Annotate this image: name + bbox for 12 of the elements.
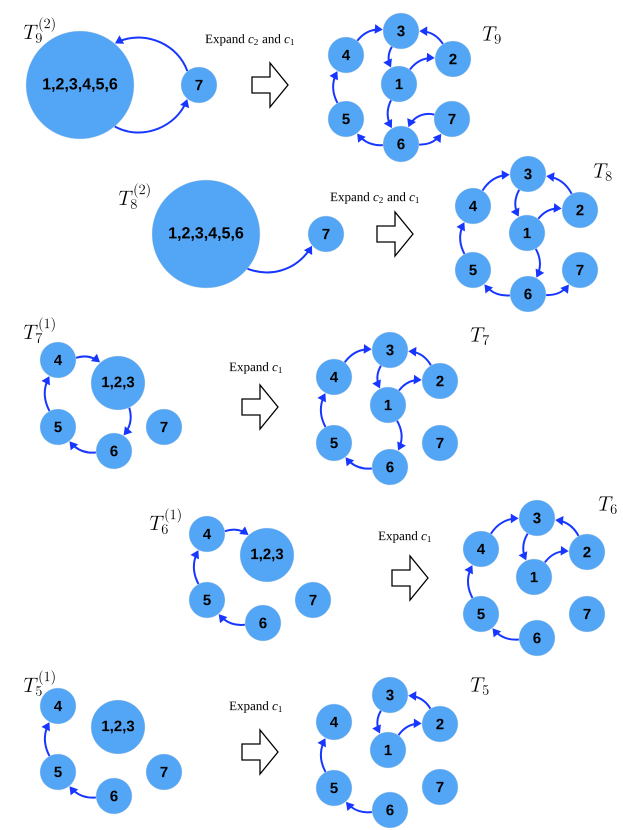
tree-label: $T_6$: [598, 496, 617, 514]
step-label: Expand c$_{1}$: [229, 362, 282, 374]
tree-label: $T_5$: [470, 677, 488, 695]
tree-label: $T_7$: [470, 327, 489, 345]
step-label: Expand c$_{2}$ and c$_{1}$: [205, 34, 294, 46]
tree-label: $T_9$: [482, 26, 501, 44]
tree-label: $T_6^{(1)}$: [150, 508, 181, 534]
step-label: Expand c$_{1}$: [378, 531, 431, 543]
tree-label: $T_7^{(1)}$: [24, 317, 55, 343]
step-label: Expand c$_{2}$ and c$_{1}$: [330, 192, 419, 204]
tree-label: $T_8$: [594, 163, 612, 181]
step-label: Expand c$_{1}$: [229, 701, 282, 713]
